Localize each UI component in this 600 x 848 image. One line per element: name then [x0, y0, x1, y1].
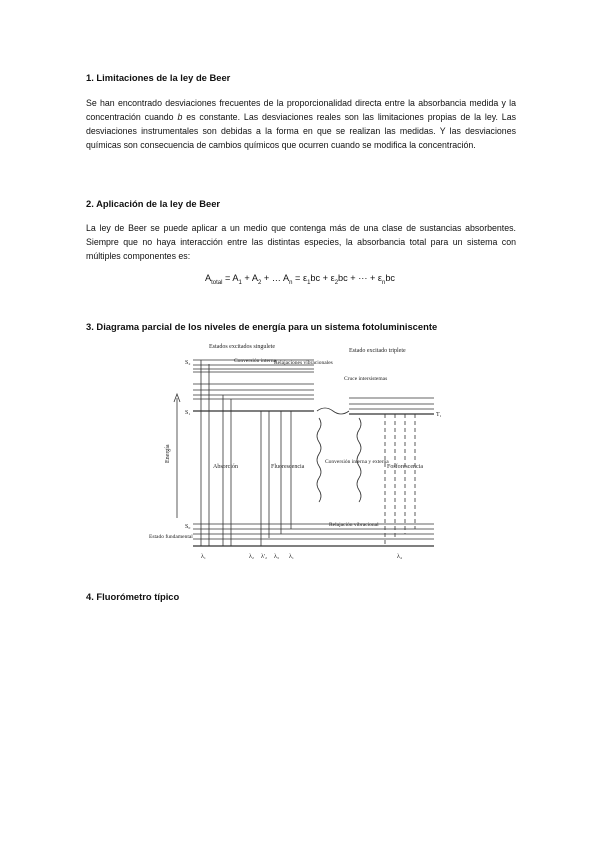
label-triplet-state: Estado excitado triplete: [349, 348, 406, 354]
label-s1: S₁: [185, 410, 190, 416]
label-ground-state: Estado fundamental: [149, 533, 193, 540]
label-phosphorescence: Fosforescencia: [387, 463, 423, 470]
label-s0: S₀: [185, 524, 190, 530]
label-vibrational-relaxation-top: Relajaciones vibracionales: [274, 360, 333, 366]
section1-text-b: es constante. Las desviaciones reales so…: [86, 112, 516, 150]
label-lambda2: λ₂: [249, 554, 254, 560]
label-internal-conversion: Conversión interna: [234, 358, 277, 364]
label-absorption: Absorción: [213, 464, 238, 470]
section4-heading: 4. Fluorómetro típico: [86, 591, 180, 602]
label-fluorescence: Fluorescencia: [271, 464, 305, 470]
label-t1: T₁: [436, 412, 441, 418]
label-lambda1: λ₁: [201, 554, 206, 560]
label-vibrational-relaxation-bottom: Relajación vibracional: [329, 522, 379, 528]
section1-heading: 1. Limitaciones de la ley de Beer: [86, 72, 231, 83]
label-lambda3: λ₃: [274, 554, 279, 560]
label-singlet-states: Estados excitados singulete: [209, 344, 275, 350]
section1-text-a: Se han encontrado desviaciones frecuente…: [86, 98, 516, 122]
section3-heading: 3. Diagrama parcial de los niveles de en…: [86, 321, 438, 332]
label-lambda-b: λ₁: [289, 554, 294, 560]
section2-heading: 2. Aplicación de la ley de Beer: [86, 198, 221, 209]
label-intersystem-crossing: Cruce intersistemas: [344, 376, 387, 382]
label-lambda-c: λ₄: [397, 554, 402, 560]
section2-paragraph: La ley de Beer se puede aplicar a un med…: [86, 223, 516, 261]
energy-level-diagram: Estados excitados singulete Estado excit…: [149, 344, 441, 560]
label-external-conversion: Conversión interna y externa: [325, 459, 389, 465]
section1-text-italic: b: [177, 112, 183, 122]
label-lambda3p: λ'₂: [261, 554, 267, 560]
beer-equation: Atotal = A1 + A2 + … An = ε1bc + ε2bc + …: [204, 273, 396, 286]
label-s2: S₂: [185, 360, 190, 366]
label-energy-axis: Energía: [165, 444, 171, 463]
section1-paragraph: Se han encontrado desviaciones frecuente…: [86, 96, 516, 152]
